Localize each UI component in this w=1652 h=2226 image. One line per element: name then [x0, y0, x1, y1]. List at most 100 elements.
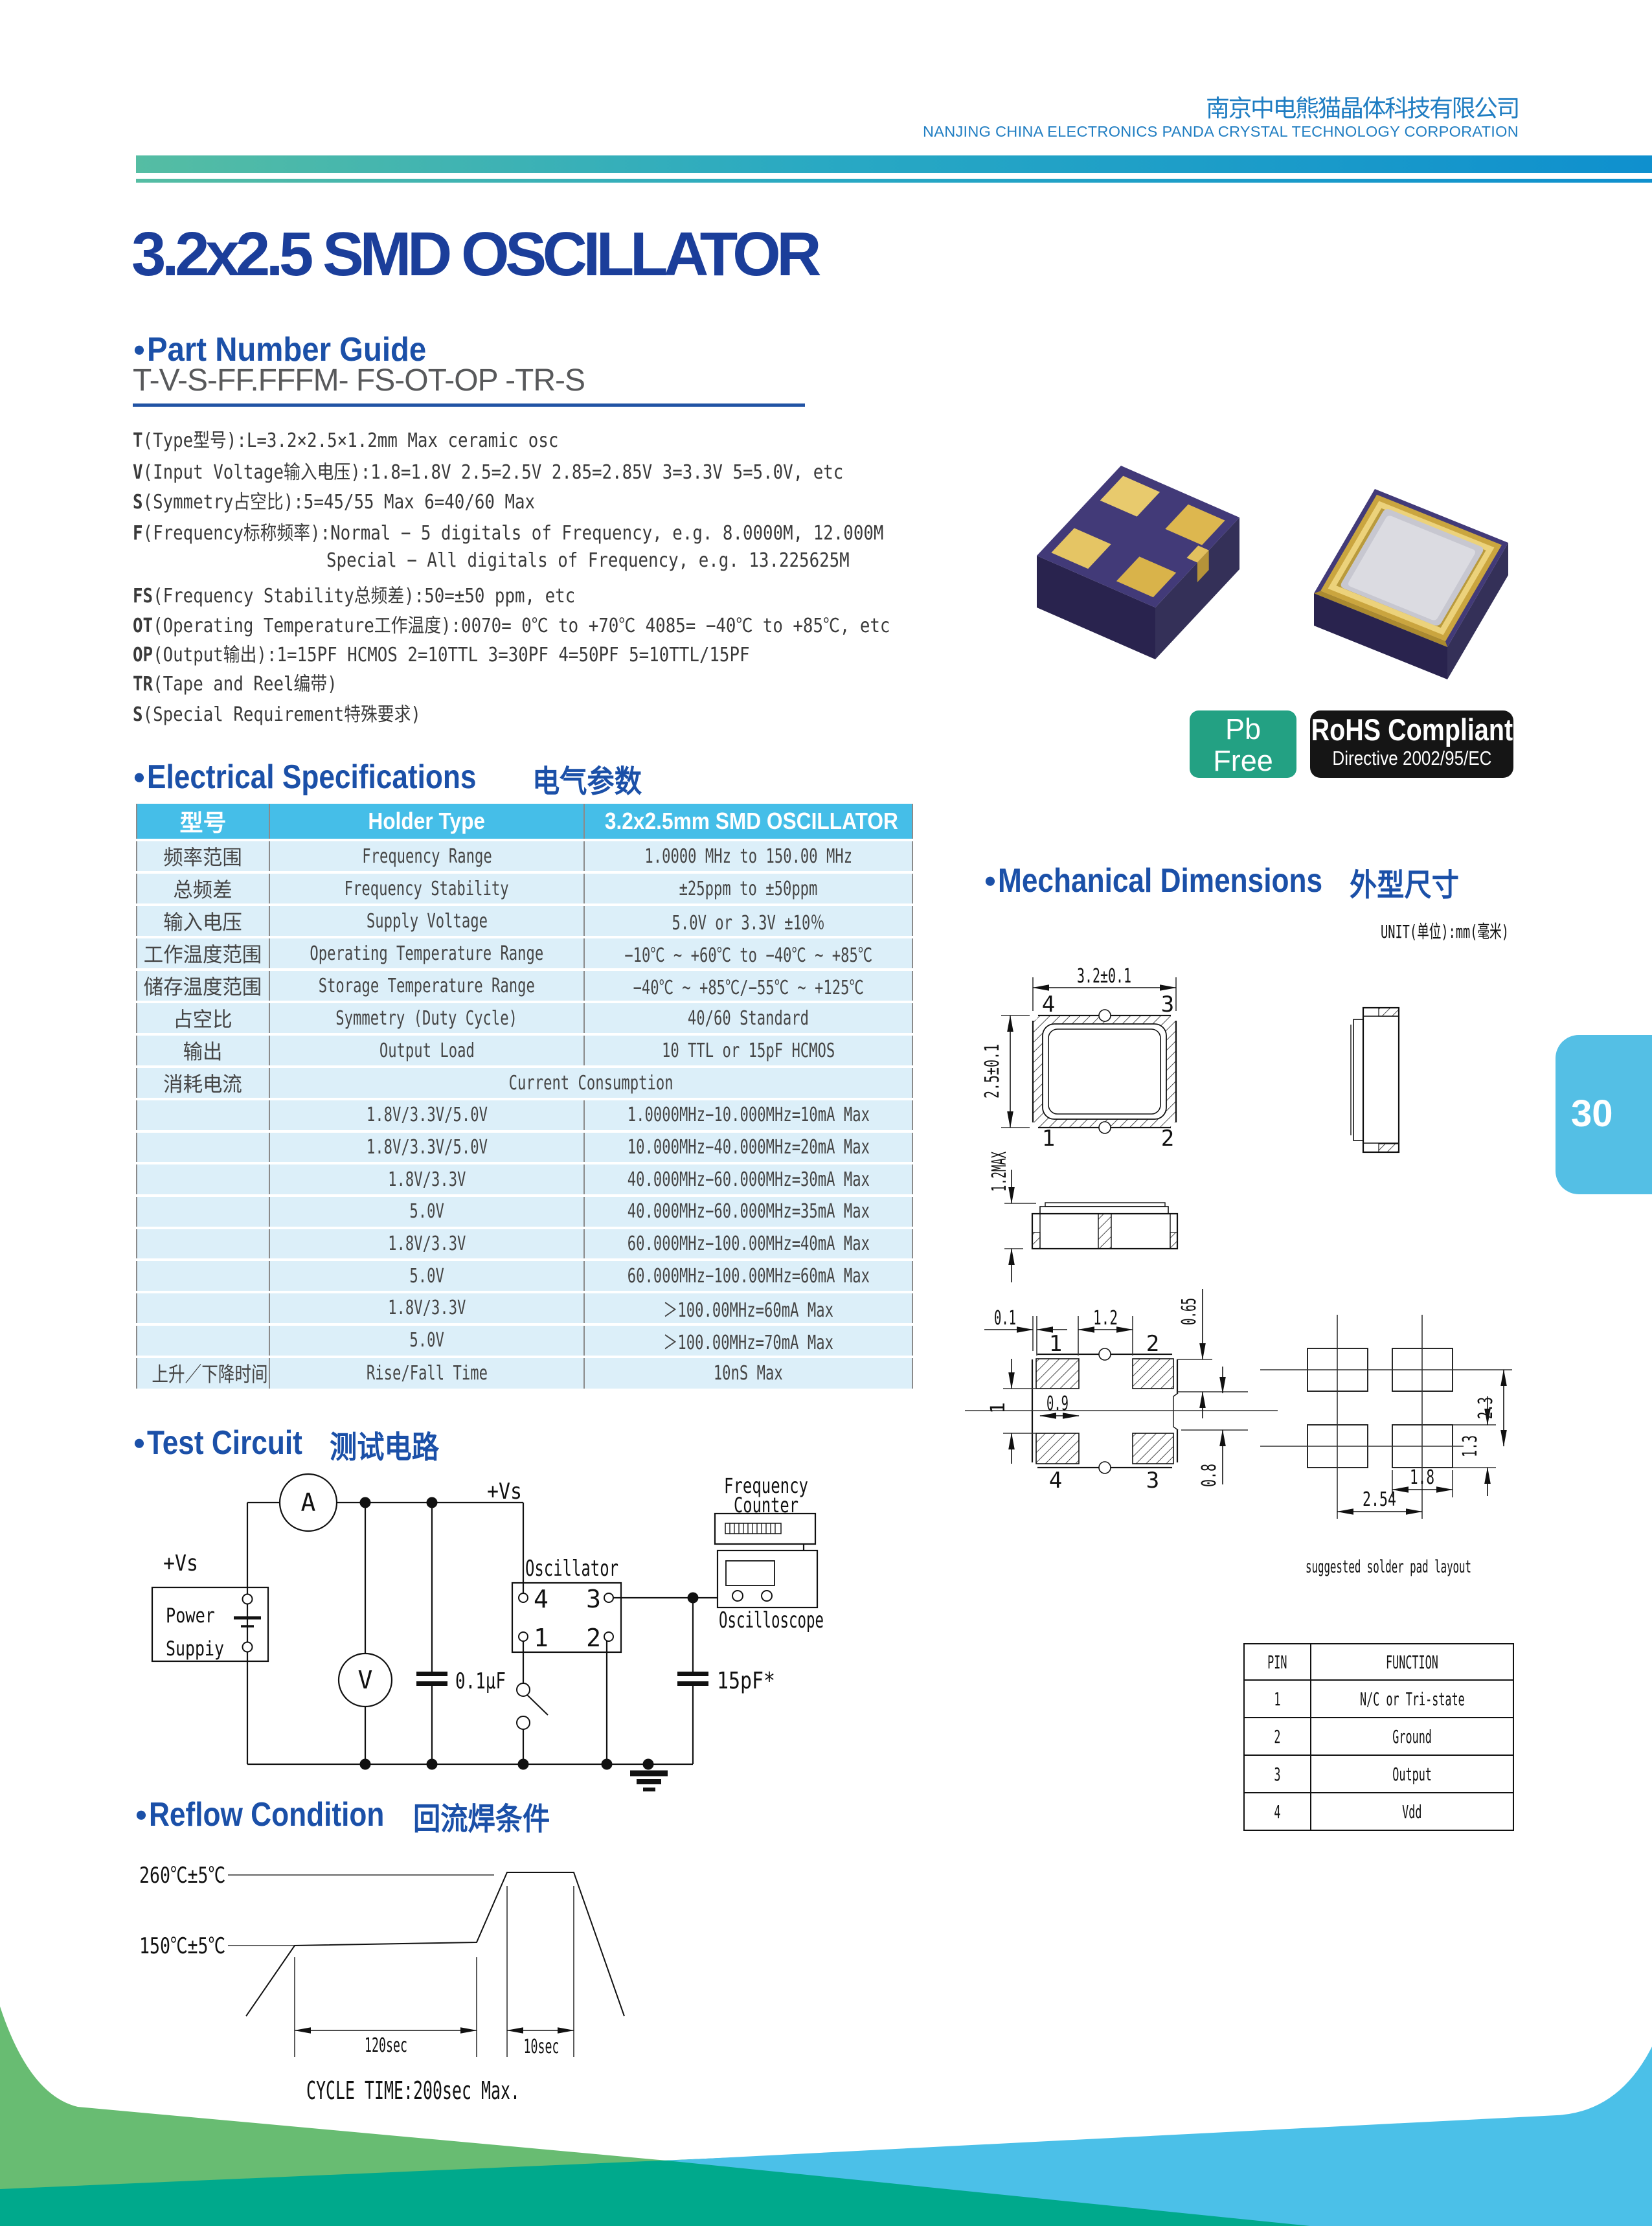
top-view-pin2: 2 — [1161, 1126, 1174, 1152]
spec-cell-text: 40.000MHz−60.000MHz=35mA Max — [627, 1200, 870, 1223]
part-number-rule — [133, 403, 805, 407]
spec-cell: 频率范围 — [136, 839, 270, 872]
spec-cell: 1.8V/3.3V/5.0V — [269, 1130, 585, 1164]
product-photos — [1037, 466, 1508, 679]
spec-cell-text: 总频差 — [173, 874, 233, 903]
pin-cell-text: 4 — [1274, 1800, 1281, 1823]
cell-content: 5.0V or 3.3V ±10％ — [585, 907, 911, 936]
dim-2p3-label: 2.3 — [1475, 1397, 1497, 1419]
spec-cell-text: 10.000MHz−40.000MHz=20mA Max — [627, 1136, 870, 1159]
spec-cell-text: Rise/Fall Time — [366, 1361, 488, 1385]
section-heading-text-zh: 测试电路 — [330, 1431, 439, 1465]
cell-content: 1.8V/3.3V — [271, 1231, 583, 1259]
spec-cell: 10.000MHz−40.000MHz=20mA Max — [583, 1130, 913, 1164]
spec-cell-text: 输入电压 — [163, 906, 243, 936]
bullet-icon: ● — [984, 868, 997, 892]
bottom-view-drawing: 1 2 4 3 0.1 1.2 0.65 0.8 1 0.9 — [965, 1289, 1278, 1493]
spec-cell: −40℃ ~ +85℃/−55℃ ~ +125℃ — [583, 968, 913, 1002]
spec-cell — [136, 1194, 270, 1228]
dim-0p65-label: 0.65 — [1178, 1298, 1201, 1325]
rohs-title-text: RoHS Compliant — [1311, 712, 1513, 747]
pin-cell-text: 3 — [1274, 1763, 1281, 1785]
spec-cell: 60.000MHz−100.00MHz=40mA Max — [583, 1226, 913, 1260]
cell-content: 60.000MHz−100.00MHz=60mA Max — [585, 1262, 911, 1291]
cell-content: Frequency Stability — [271, 875, 583, 903]
function-cell-text: Ground — [1392, 1725, 1432, 1747]
pin-cell: 2 — [1243, 1717, 1311, 1756]
power-supply-label-2: Suppiy — [166, 1637, 224, 1661]
front-view-drawing: 1.2MAX — [988, 1152, 1179, 1282]
function-cell: Vdd — [1310, 1792, 1514, 1831]
photo-chip-bottom-view — [1037, 466, 1239, 659]
reflow-10sec-label: 10sec — [524, 2036, 560, 2058]
part-number-line: T(Type型号):L=3.2×2.5×1.2mm Max ceramic os… — [133, 429, 559, 452]
spec-cell-text: 5.0V — [409, 1200, 444, 1223]
dim-2p5-label: 2.5±0.1 — [981, 1044, 1004, 1098]
cell-content: Supply Voltage — [271, 907, 583, 936]
spec-cell: ＞100.00MHz=60mA Max — [583, 1291, 913, 1324]
spec-cell-text: 工作温度范围 — [144, 938, 262, 968]
rohs-line2: Directive 2002/95/EC — [1310, 747, 1513, 769]
page-title: 3.2x2.5 SMD OSCILLATOR — [131, 220, 822, 289]
function-cell: Ground — [1310, 1717, 1514, 1756]
spec-table-row: 1.8V/3.3V 60.000MHz−100.00MHz=40mA Max — [136, 1226, 913, 1260]
spec-cell-text: ＞100.00MHz=60mA Max — [663, 1299, 833, 1322]
cell-content: 1.8V/3.3V — [271, 1166, 583, 1194]
spec-cell: 消耗电流 — [136, 1065, 270, 1099]
pin-function-row: 3 Output — [1243, 1755, 1514, 1793]
part-number-line: V(Input Voltage输入电压):1.8=1.8V 2.5=2.5V 2… — [133, 461, 844, 484]
dim-1p2-label: 1.2 — [1093, 1307, 1118, 1330]
spec-cell-text: 60.000MHz−100.00MHz=60mA Max — [627, 1264, 870, 1288]
pin-cell: 4 — [1243, 1792, 1311, 1831]
spec-cell-text: 5.0V — [409, 1264, 444, 1288]
spec-cell-text: −40℃ ~ +85℃/−55℃ ~ +125℃ — [633, 977, 864, 999]
spec-cell — [136, 1323, 270, 1357]
spec-cell-text: 1.8V/3.3V — [387, 1297, 466, 1320]
part-number-line: FS(Frequency Stability总频差):50=±50 ppm, e… — [133, 585, 576, 608]
spec-cell — [136, 1258, 270, 1293]
spec-cell-text: Storage Temperature Range — [318, 974, 536, 997]
cell-content: 40.000MHz−60.000MHz=30mA Max — [585, 1166, 911, 1194]
oscillator-box — [511, 1582, 622, 1653]
oscilloscope-label: Oscilloscope — [719, 1607, 824, 1633]
bottom-view-pin3: 3 — [1146, 1468, 1159, 1493]
spec-cell-text: 40.000MHz−60.000MHz=30mA Max — [627, 1168, 870, 1191]
reflow-cycle-time-label: CYCLE TIME:200sec Max. — [306, 2076, 520, 2105]
spec-cell-text: 60.000MHz−100.00MHz=40mA Max — [627, 1232, 870, 1256]
header-gradient-line — [136, 179, 1652, 183]
dim-0p9-label: 0.9 — [1047, 1392, 1069, 1415]
dim-1-label: 1 — [987, 1402, 1010, 1414]
spec-table-row: 1.8V/3.3V ＞100.00MHz=60mA Max — [136, 1291, 913, 1324]
spec-cell: 1.8V/3.3V — [269, 1291, 585, 1324]
dim-1p2max-label: 1.2MAX — [988, 1152, 1011, 1192]
spec-cell-text: 10 TTL or 15pF HCMOS — [661, 1039, 835, 1062]
bottom-view-pin4: 4 — [1049, 1468, 1062, 1493]
frequency-counter-box — [714, 1512, 817, 1545]
cell-content: Frequency Range — [271, 843, 583, 871]
bullet-icon: ● — [133, 337, 146, 361]
solder-pad-layout-drawing: 2.3 1.3 1.8 2.54 — [1260, 1315, 1512, 1519]
photo-chip-top-view — [1314, 489, 1508, 679]
test-circuit-diagram: +Vs +Vs A V Power Suppiy Oscillator 4 3 … — [151, 1473, 824, 1791]
bottom-view-pin2: 2 — [1146, 1331, 1159, 1357]
cell-content: 60.000MHz−100.00MHz=40mA Max — [585, 1231, 911, 1259]
pin-cell: 3 — [1243, 1755, 1311, 1793]
pin-function-table: PIN FUNCTION 1 N/C or Tri-state 2 Ground… — [1243, 1643, 1514, 1831]
spec-table-row: 5.0V 60.000MHz−100.00MHz=60mA Max — [136, 1258, 913, 1293]
spec-cell-text: 1.8V/3.3V — [387, 1168, 466, 1191]
cell-content: 5.0V — [271, 1327, 583, 1356]
rohs-directive-text: Directive 2002/95/EC — [1331, 747, 1492, 769]
spec-header-cell: Holder Type — [269, 804, 585, 840]
side-view-drawing — [1350, 1006, 1400, 1153]
function-cell-text: Output — [1392, 1763, 1432, 1785]
dim-1p3-label: 1.3 — [1459, 1435, 1482, 1457]
company-name-chinese: 南京中电熊猫晶体科技有限公司 — [1206, 95, 1521, 122]
section-heading-text: Part Number Guide — [146, 331, 427, 369]
vs-right-label: +Vs — [487, 1479, 522, 1505]
